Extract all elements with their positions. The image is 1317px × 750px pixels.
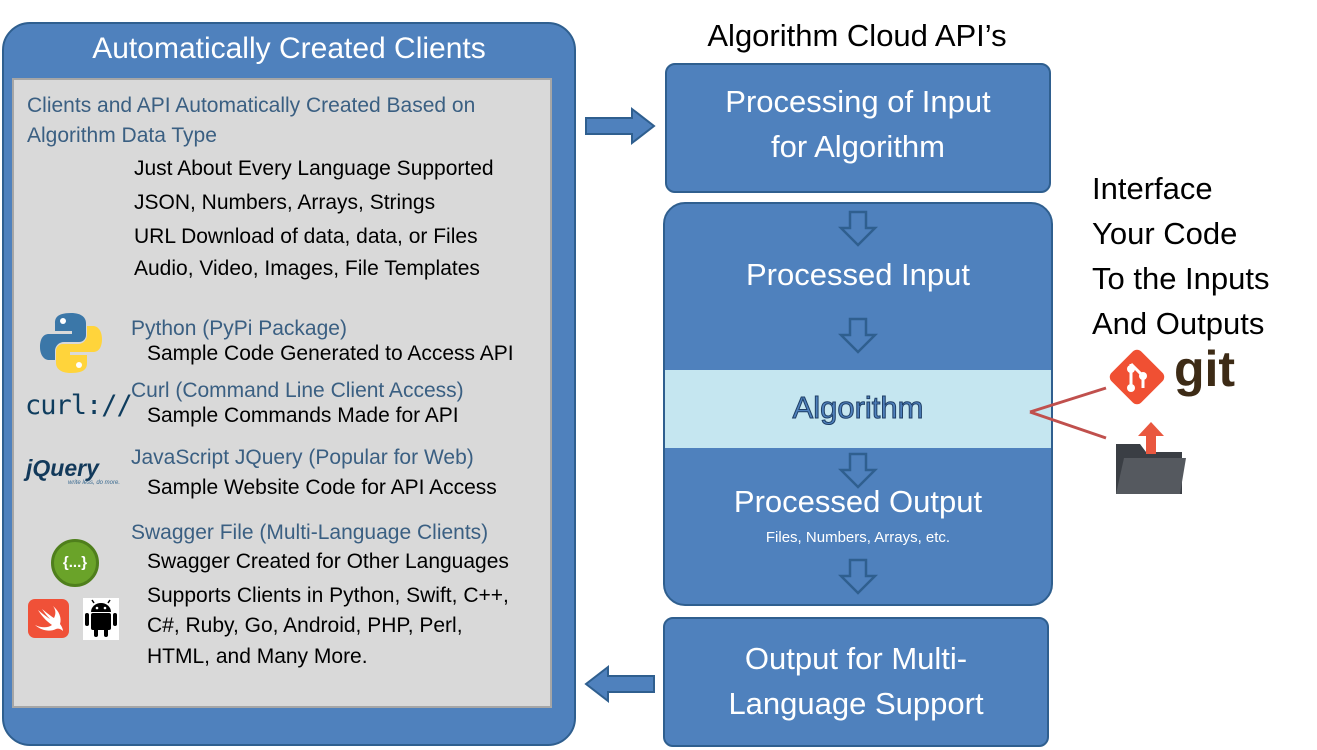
arrow-left-icon — [584, 664, 655, 704]
curl-client-title: Curl (Command Line Client Access) — [131, 379, 464, 402]
swagger-line: HTML, and Many More. — [147, 645, 368, 668]
swagger-client-title: Swagger File (Multi-Language Clients) — [131, 521, 489, 544]
swagger-line: C#, Ruby, Go, Android, PHP, Perl, — [147, 614, 463, 637]
algorithm-label: Algorithm — [792, 390, 924, 426]
folder-upload-icon — [1116, 422, 1186, 494]
git-logo-icon — [1109, 349, 1165, 405]
swagger-line: Supports Clients in Python, Swift, C++, — [147, 584, 509, 607]
python-client-title: Python (PyPi Package) — [131, 317, 347, 340]
cloud-api-heading: Algorithm Cloud API’s — [707, 18, 1007, 53]
curl-logo-icon: curl:// — [25, 390, 133, 421]
input-processing-line-1: Processing of Input — [725, 84, 991, 119]
feature-item: Audio, Video, Images, File Templates — [134, 257, 480, 280]
processed-input-label: Processed Input — [745, 257, 971, 292]
arrow-down-icon — [838, 558, 878, 595]
swagger-logo-icon: {...} — [51, 539, 99, 587]
python-logo-icon — [40, 313, 102, 373]
feature-item: Just About Every Language Supported — [134, 157, 494, 180]
processed-output-label: Processed Output — [733, 484, 983, 519]
output-box — [663, 617, 1049, 747]
connector-lines — [1029, 386, 1107, 440]
feature-item: URL Download of data, data, or Files — [134, 225, 478, 248]
swagger-line: Swagger Created for Other Languages — [147, 550, 509, 573]
android-logo-icon — [83, 598, 119, 640]
algorithm-band — [665, 370, 1051, 448]
clients-panel-title: Automatically Created Clients — [92, 32, 486, 65]
interface-line: Your Code — [1092, 216, 1238, 251]
arrow-down-icon — [838, 317, 878, 354]
intro-line-2: Algorithm Data Type — [27, 124, 217, 147]
output-line-2: Language Support — [728, 686, 984, 721]
processed-output-subtitle: Files, Numbers, Arrays, etc. — [765, 529, 951, 546]
interface-line: And Outputs — [1092, 306, 1265, 341]
output-line-1: Output for Multi- — [744, 641, 968, 676]
arrow-down-icon — [838, 452, 878, 489]
jquery-tagline: write less, do more. — [68, 480, 121, 486]
input-processing-line-2: for Algorithm — [770, 129, 945, 164]
python-client-desc: Sample Code Generated to Access API — [147, 342, 514, 365]
jquery-client-title: JavaScript JQuery (Popular for Web) — [131, 446, 474, 469]
intro-line-1: Clients and API Automatically Created Ba… — [27, 94, 476, 117]
curl-client-desc: Sample Commands Made for API — [147, 404, 459, 427]
git-label: git — [1174, 341, 1236, 397]
feature-item: JSON, Numbers, Arrays, Strings — [134, 191, 436, 214]
swift-logo-icon — [28, 599, 69, 638]
jquery-client-desc: Sample Website Code for API Access — [147, 476, 497, 499]
arrow-down-icon — [838, 210, 878, 247]
jquery-logo-icon: jQuery — [26, 455, 99, 481]
interface-line: Interface — [1092, 171, 1213, 206]
interface-line: To the Inputs — [1092, 261, 1270, 296]
arrow-right-icon — [585, 106, 656, 146]
input-processing-box — [665, 63, 1051, 193]
